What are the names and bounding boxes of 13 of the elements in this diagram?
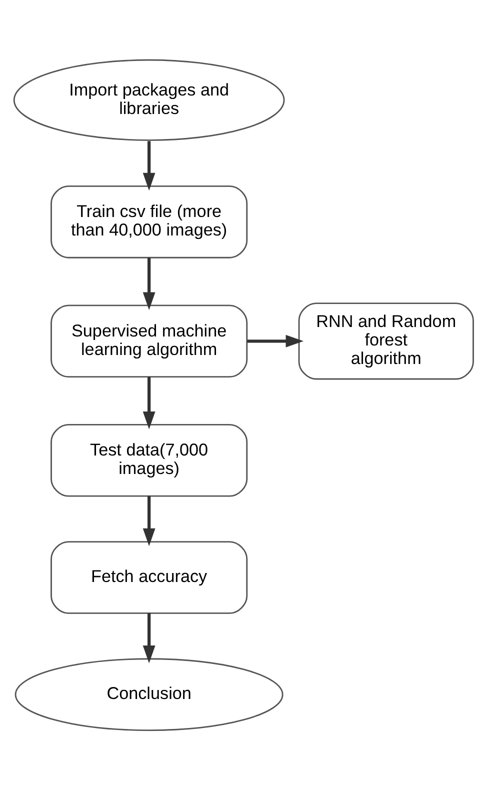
node-box: RNN and Random forest algorithm [298, 302, 474, 380]
arrow [142, 496, 156, 546]
arrow [142, 613, 156, 664]
node-box: Fetch accuracy [50, 541, 248, 614]
node-box: Test data(7,000 images) [50, 424, 248, 497]
arrow [247, 334, 304, 348]
arrow [142, 141, 156, 191]
arrow [142, 258, 156, 310]
node-ellipse: Conclusion [14, 658, 284, 731]
node-ellipse: Import packages and libraries [13, 59, 285, 141]
node-box: Train csv file (more than 40,000 images) [50, 185, 248, 258]
arrow [142, 376, 156, 430]
node-box: Supervised machine learning algorithm [50, 304, 248, 378]
